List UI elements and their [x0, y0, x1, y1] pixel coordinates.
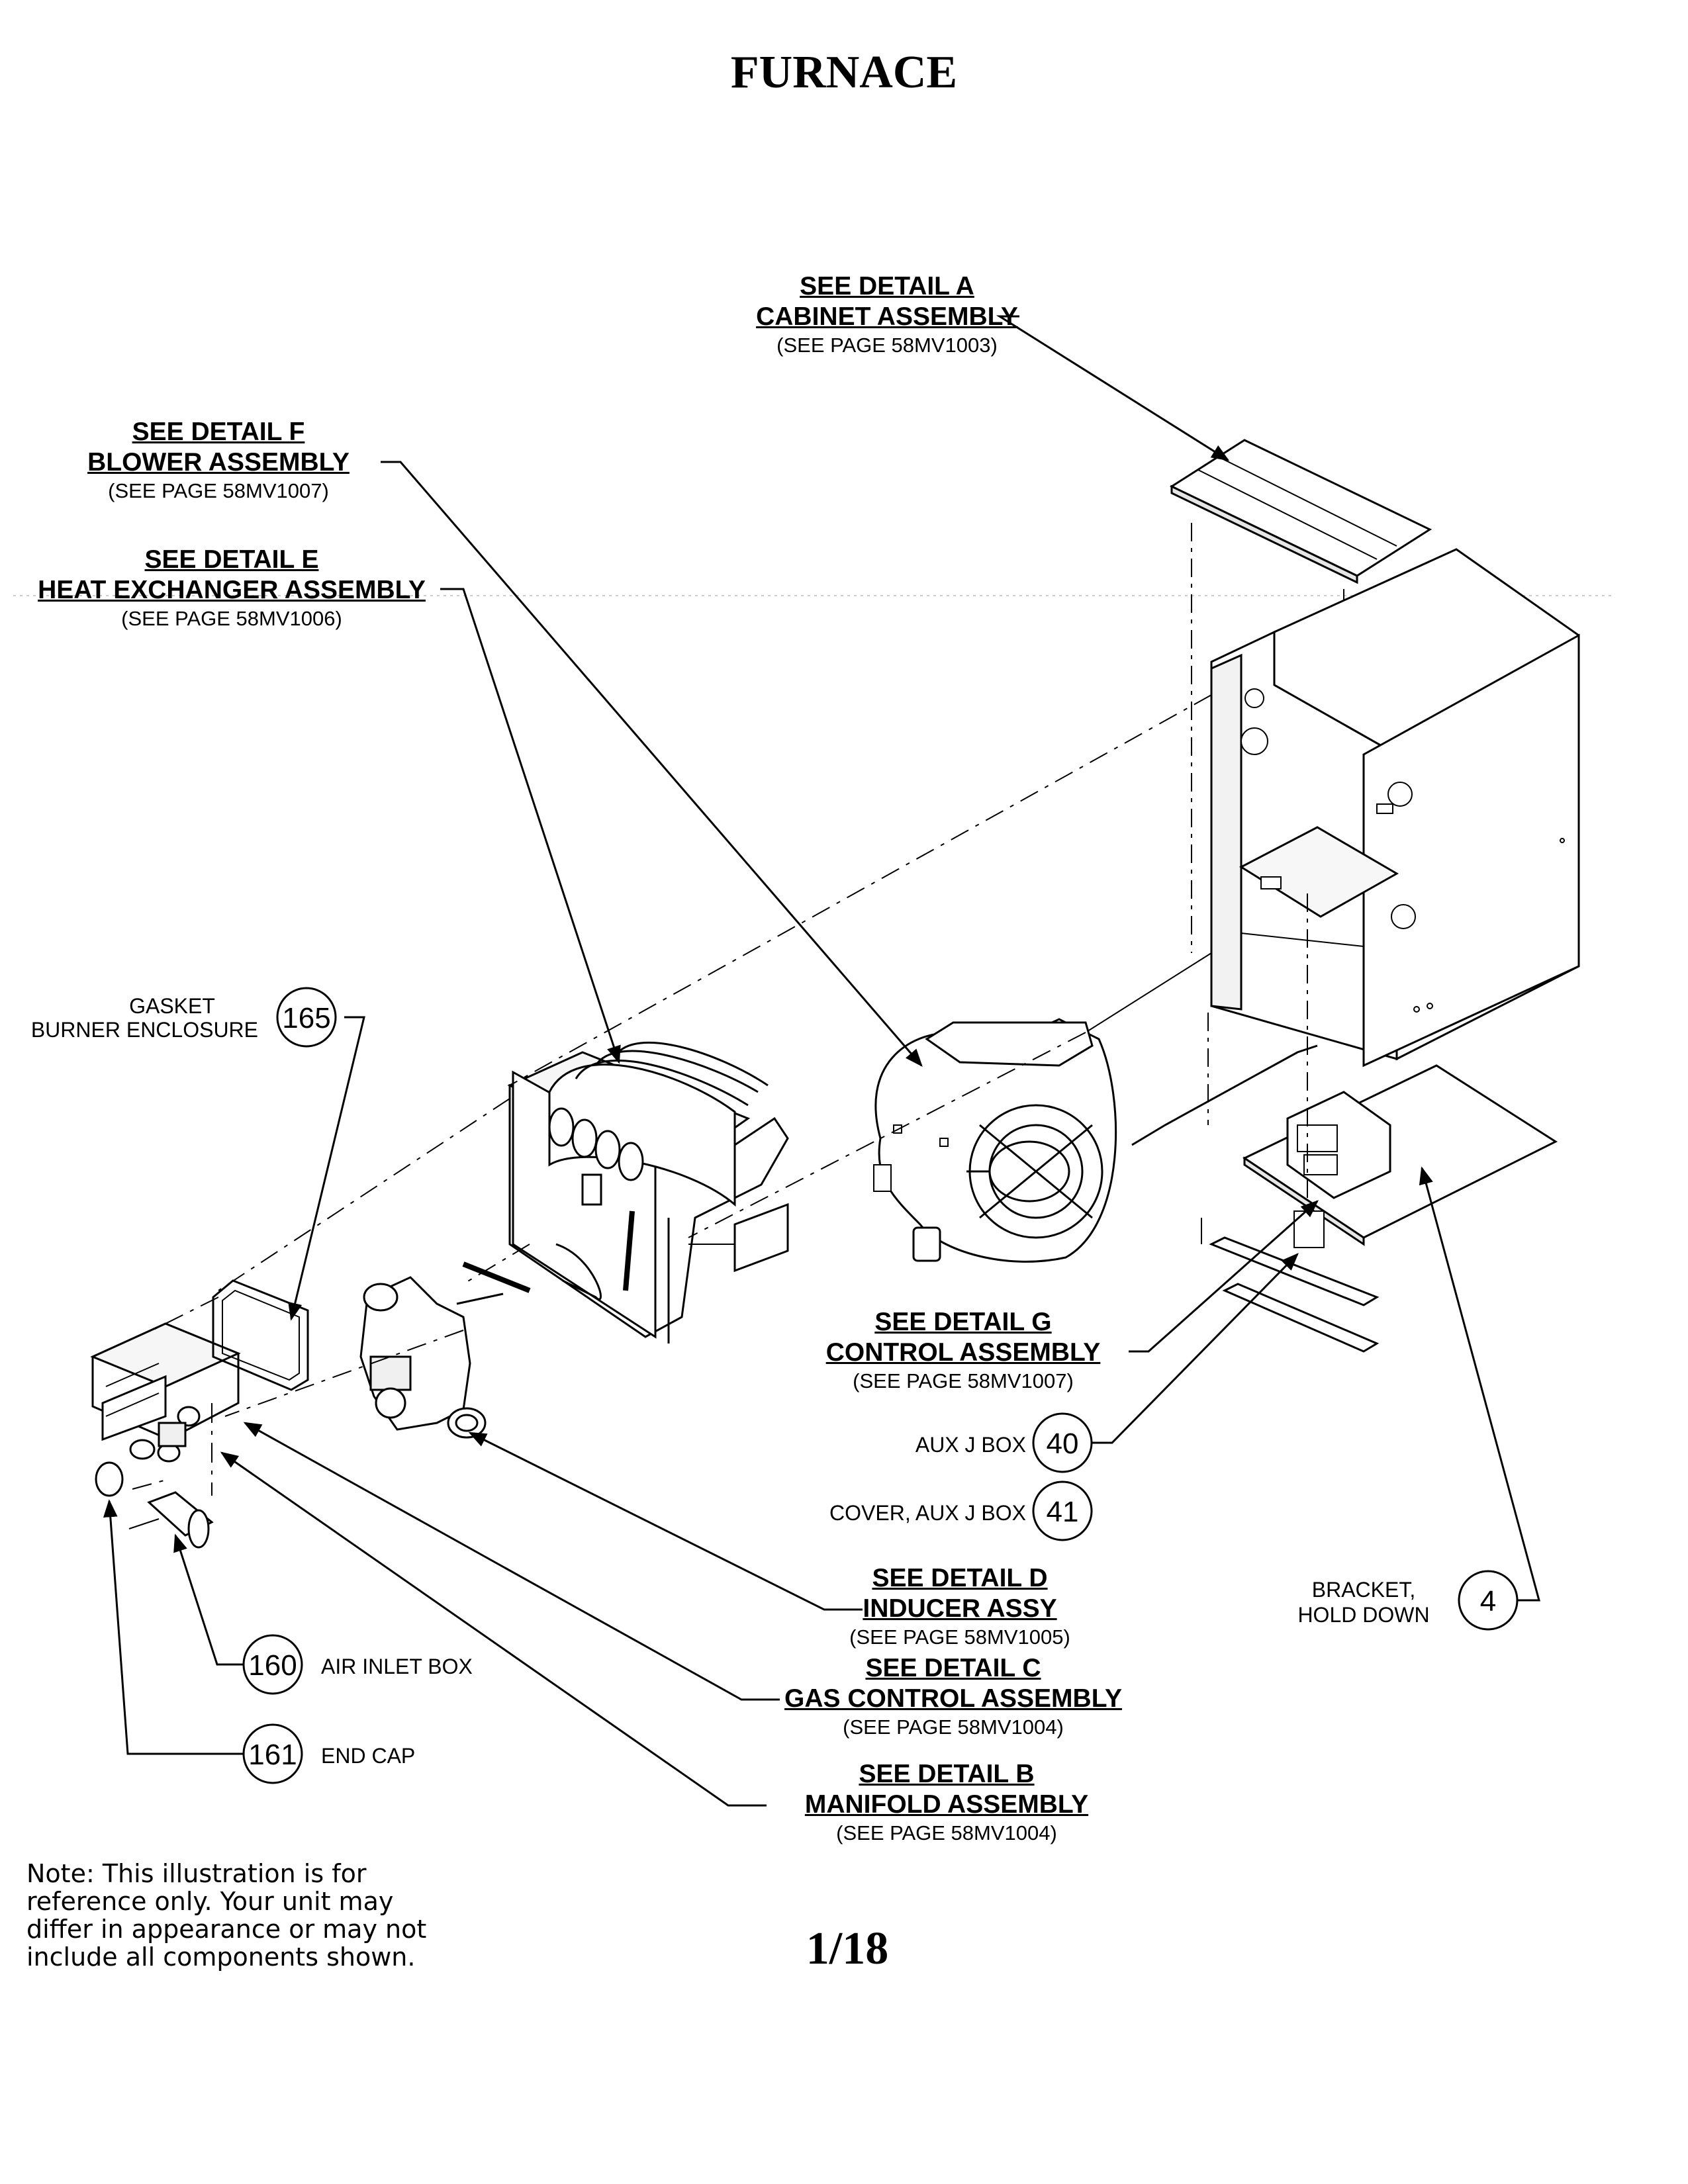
detail-d-label: SEE DETAIL D INDUCER ASSY (SEE PAGE 58MV…: [827, 1563, 1092, 1651]
bracket-label-line1: BRACKET,: [1311, 1578, 1416, 1602]
detail-f-name: BLOWER ASSEMBLY: [87, 448, 350, 477]
note-line-4: include all components shown.: [26, 1942, 416, 1972]
callout-circle-165: [276, 987, 337, 1048]
air-inlet-box-label: AIR INLET BOX: [321, 1655, 473, 1678]
callout-circle-40: [1032, 1412, 1093, 1473]
cover-aux-j-box-label: COVER, AUX J BOX: [829, 1501, 1026, 1525]
detail-d-heading: SEE DETAIL D: [872, 1564, 1048, 1592]
cabinet-assembly-drawing: [1085, 439, 1580, 1353]
detail-g-label: SEE DETAIL G CONTROL ASSEMBLY (SEE PAGE …: [804, 1307, 1122, 1394]
aux-j-box-label: AUX J BOX: [915, 1433, 1026, 1457]
note-line-3: differ in appearance or may not: [26, 1915, 427, 1944]
end-cap-label: END CAP: [321, 1744, 416, 1768]
detail-g-ref: (SEE PAGE 58MV1007): [853, 1369, 1074, 1392]
callout-number-4: 4: [1480, 1585, 1496, 1617]
alignment-lines: [132, 694, 1212, 1496]
callout-number-165: 165: [282, 1002, 330, 1034]
detail-d-ref: (SEE PAGE 58MV1005): [849, 1625, 1070, 1649]
detail-b-label: SEE DETAIL B MANIFOLD ASSEMBLY (SEE PAGE…: [781, 1759, 1112, 1846]
detail-a-name: CABINET ASSEMBLY: [756, 302, 1018, 331]
detail-e-ref: (SEE PAGE 58MV1006): [121, 607, 342, 630]
detail-c-heading: SEE DETAIL C: [865, 1654, 1041, 1682]
callout-circle-160: [242, 1634, 303, 1695]
callout-number-161: 161: [248, 1739, 297, 1771]
leader-lines: [103, 315, 1540, 1807]
note-line-2: reference only. Your unit may: [26, 1887, 394, 1916]
bracket-label-line2: HOLD DOWN: [1297, 1603, 1430, 1627]
gas-control-drawing: [90, 1279, 309, 1549]
detail-a-ref: (SEE PAGE 58MV1003): [776, 334, 998, 357]
callout-number-160: 160: [248, 1649, 297, 1682]
detail-c-label: SEE DETAIL C GAS CONTROL ASSEMBLY (SEE P…: [768, 1653, 1139, 1741]
detail-e-heading: SEE DETAIL E: [144, 545, 319, 574]
gasket-label-line1: GASKET: [129, 994, 215, 1018]
gasket-label-line2: BURNER ENCLOSURE: [30, 1018, 258, 1042]
detail-c-ref: (SEE PAGE 58MV1004): [843, 1715, 1064, 1739]
inducer-drawing: [359, 1261, 531, 1439]
disclaimer-note: Note: This illustration is for reference…: [26, 1860, 450, 1971]
callout-circle-41: [1032, 1480, 1093, 1541]
callout-number-40: 40: [1047, 1428, 1079, 1460]
detail-b-ref: (SEE PAGE 58MV1004): [836, 1821, 1057, 1844]
callout-circles: [242, 987, 1519, 1784]
callout-number-41: 41: [1047, 1496, 1079, 1528]
blower-drawing: [873, 1018, 1117, 1263]
page-number: 1/18: [806, 1923, 889, 1974]
detail-f-label: SEE DETAIL F BLOWER ASSEMBLY (SEE PAGE 5…: [53, 417, 384, 504]
page-title: FURNACE: [730, 47, 958, 98]
detail-f-ref: (SEE PAGE 58MV1007): [108, 479, 329, 502]
detail-d-name: INDUCER ASSY: [863, 1594, 1057, 1623]
note-line-1: Note: This illustration is for: [26, 1859, 367, 1888]
callout-circle-161: [242, 1723, 303, 1784]
detail-g-heading: SEE DETAIL G: [874, 1308, 1052, 1336]
detail-a-label: SEE DETAIL A CABINET ASSEMBLY (SEE PAGE …: [702, 271, 1072, 359]
detail-a-heading: SEE DETAIL A: [800, 272, 974, 300]
detail-g-name: CONTROL ASSEMBLY: [825, 1338, 1101, 1367]
detail-e-label: SEE DETAIL E HEAT EXCHANGER ASSEMBLY (SE…: [26, 545, 437, 632]
callout-circle-4: [1458, 1570, 1519, 1631]
detail-c-name: GAS CONTROL ASSEMBLY: [784, 1684, 1122, 1713]
detail-b-heading: SEE DETAIL B: [859, 1760, 1035, 1788]
detail-e-name: HEAT EXCHANGER ASSEMBLY: [38, 576, 426, 604]
detail-f-heading: SEE DETAIL F: [132, 418, 305, 446]
detail-b-name: MANIFOLD ASSEMBLY: [804, 1790, 1089, 1819]
heat-exchanger-drawing: [507, 1041, 789, 1343]
